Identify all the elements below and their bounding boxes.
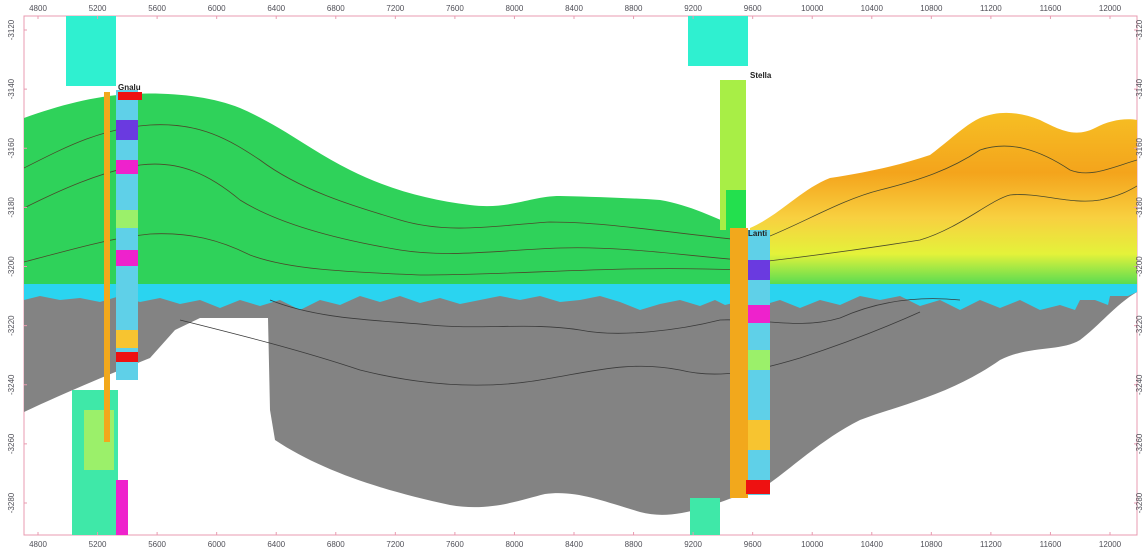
horizon-line-1 bbox=[24, 124, 741, 241]
y-tick-label: -3140 bbox=[1135, 78, 1144, 99]
upper-zone-east bbox=[750, 112, 1137, 291]
x-tick-label: 5200 bbox=[89, 540, 107, 549]
y-tick-label: -3120 bbox=[1135, 19, 1144, 40]
x-tick-label: 9200 bbox=[684, 540, 702, 549]
x-tick-label: 6800 bbox=[327, 540, 345, 549]
well-gnalu-track-band-6 bbox=[116, 352, 138, 362]
x-tick-label: 7600 bbox=[446, 540, 464, 549]
well-lanti-label: Lanti bbox=[748, 229, 767, 238]
x-tick-label: 5600 bbox=[148, 540, 166, 549]
x-tick-label: 4800 bbox=[29, 4, 47, 13]
x-tick-label: 11200 bbox=[980, 540, 1002, 549]
well-stella-log-upper bbox=[688, 16, 748, 66]
x-tick-label: 11600 bbox=[1040, 4, 1062, 13]
basement-body bbox=[24, 290, 1137, 515]
horizon-line-4 bbox=[759, 145, 1137, 241]
x-tick-label: 8800 bbox=[625, 540, 643, 549]
y-tick-label: -3280 bbox=[7, 492, 16, 513]
x-tick-label: 6000 bbox=[208, 4, 226, 13]
x-tick-label: 6800 bbox=[327, 4, 345, 13]
x-tick-label: 9200 bbox=[684, 4, 702, 13]
well-gnalu-label: Gnalu bbox=[118, 83, 141, 92]
y-tick-label: -3280 bbox=[1135, 492, 1144, 513]
y-tick-label: -3160 bbox=[1135, 137, 1144, 158]
y-axis-left: -3120 -3140 -3160 -3180 -3200 -3220 -3240 -3260… bbox=[7, 19, 27, 513]
horizon-line-6 bbox=[269, 298, 961, 334]
x-tick-label: 6400 bbox=[267, 540, 285, 549]
well-stella-track-band-4 bbox=[748, 420, 770, 450]
well-stella-track-band-3 bbox=[748, 350, 770, 370]
x-tick-label: 7600 bbox=[446, 4, 464, 13]
y-tick-label: -3160 bbox=[7, 137, 16, 158]
well-stella-track-band-1 bbox=[748, 260, 770, 280]
water-band bbox=[24, 284, 1137, 310]
x-tick-label: 8000 bbox=[506, 540, 524, 549]
y-tick-label: -3180 bbox=[7, 197, 16, 218]
well-stella[interactable]: Stella Lanti bbox=[688, 16, 772, 535]
well-gnalu-track-band-3 bbox=[116, 210, 138, 228]
well-stella-track-band-2 bbox=[748, 305, 770, 323]
well-gnalu-log-upper bbox=[66, 16, 116, 86]
x-tick-label: 10400 bbox=[861, 540, 884, 549]
y-tick-label: -3240 bbox=[1135, 374, 1144, 395]
x-axis-top: 4800 5200 5600 6000 6400 6800 7200 7600 8000 8400… bbox=[29, 4, 1122, 19]
y-tick-label: -3180 bbox=[1135, 197, 1144, 218]
x-tick-label: 10000 bbox=[801, 4, 824, 13]
x-axis-bottom: 4800 5200 5600 6000 6400 6800 7200 7600 8000 8400… bbox=[29, 532, 1122, 549]
y-tick-label: -3220 bbox=[1135, 315, 1144, 336]
well-stella-curve bbox=[730, 228, 748, 498]
y-tick-label: -3140 bbox=[7, 78, 16, 99]
x-tick-label: 8400 bbox=[565, 4, 583, 13]
x-tick-label: 4800 bbox=[29, 540, 47, 549]
well-stella-log-green bbox=[726, 190, 746, 230]
y-tick-label: -3240 bbox=[7, 374, 16, 395]
y-tick-label: -3200 bbox=[7, 256, 16, 277]
well-stella-bottom-marker bbox=[746, 480, 770, 494]
x-tick-label: 8000 bbox=[506, 4, 524, 13]
well-gnalu-track-band-1 bbox=[116, 120, 138, 140]
horizon-line-7 bbox=[179, 311, 921, 386]
x-tick-label: 10400 bbox=[861, 4, 884, 13]
x-tick-label: 12000 bbox=[1099, 540, 1122, 549]
x-tick-label: 10800 bbox=[920, 540, 943, 549]
horizon-line-5 bbox=[759, 185, 1137, 263]
y-tick-label: -3200 bbox=[1135, 256, 1144, 277]
well-gnalu-track-band-4 bbox=[116, 250, 138, 266]
well-gnalu[interactable]: Gnalu bbox=[66, 16, 142, 535]
x-tick-label: 7200 bbox=[386, 4, 404, 13]
x-tick-label: 9600 bbox=[744, 4, 762, 13]
y-axis-right: -3120 -3140 -3160 -3180 -3200 -3220 -3240 -3260… bbox=[1134, 19, 1144, 513]
x-tick-label: 10800 bbox=[920, 4, 943, 13]
y-tick-label: -3260 bbox=[1135, 433, 1144, 454]
x-tick-label: 12000 bbox=[1099, 4, 1122, 13]
well-stella-label: Stella bbox=[750, 71, 772, 80]
x-tick-label: 6000 bbox=[208, 540, 226, 549]
y-tick-label: -3120 bbox=[7, 19, 16, 40]
well-gnalu-track-band-2 bbox=[116, 160, 138, 174]
well-gnalu-top-marker bbox=[118, 92, 142, 100]
well-stella-log-lower bbox=[690, 498, 720, 535]
x-tick-label: 11200 bbox=[980, 4, 1002, 13]
x-tick-label: 11600 bbox=[1040, 540, 1062, 549]
x-tick-label: 8800 bbox=[625, 4, 643, 13]
upper-zone-west bbox=[24, 93, 740, 290]
y-tick-label: -3260 bbox=[7, 433, 16, 454]
x-tick-label: 6400 bbox=[267, 4, 285, 13]
x-tick-label: 10000 bbox=[801, 540, 824, 549]
x-tick-label: 8400 bbox=[565, 540, 583, 549]
geology-layers: Gnalu Stella Lanti bbox=[24, 16, 1137, 535]
x-tick-label: 5200 bbox=[89, 4, 107, 13]
well-gnalu-curve bbox=[104, 92, 110, 442]
well-gnalu-bottom-track bbox=[116, 480, 128, 535]
y-tick-label: -3220 bbox=[7, 315, 16, 336]
x-tick-label: 7200 bbox=[386, 540, 404, 549]
x-tick-label: 5600 bbox=[148, 4, 166, 13]
well-gnalu-track-band-5 bbox=[116, 330, 138, 348]
x-tick-label: 9600 bbox=[744, 540, 762, 549]
